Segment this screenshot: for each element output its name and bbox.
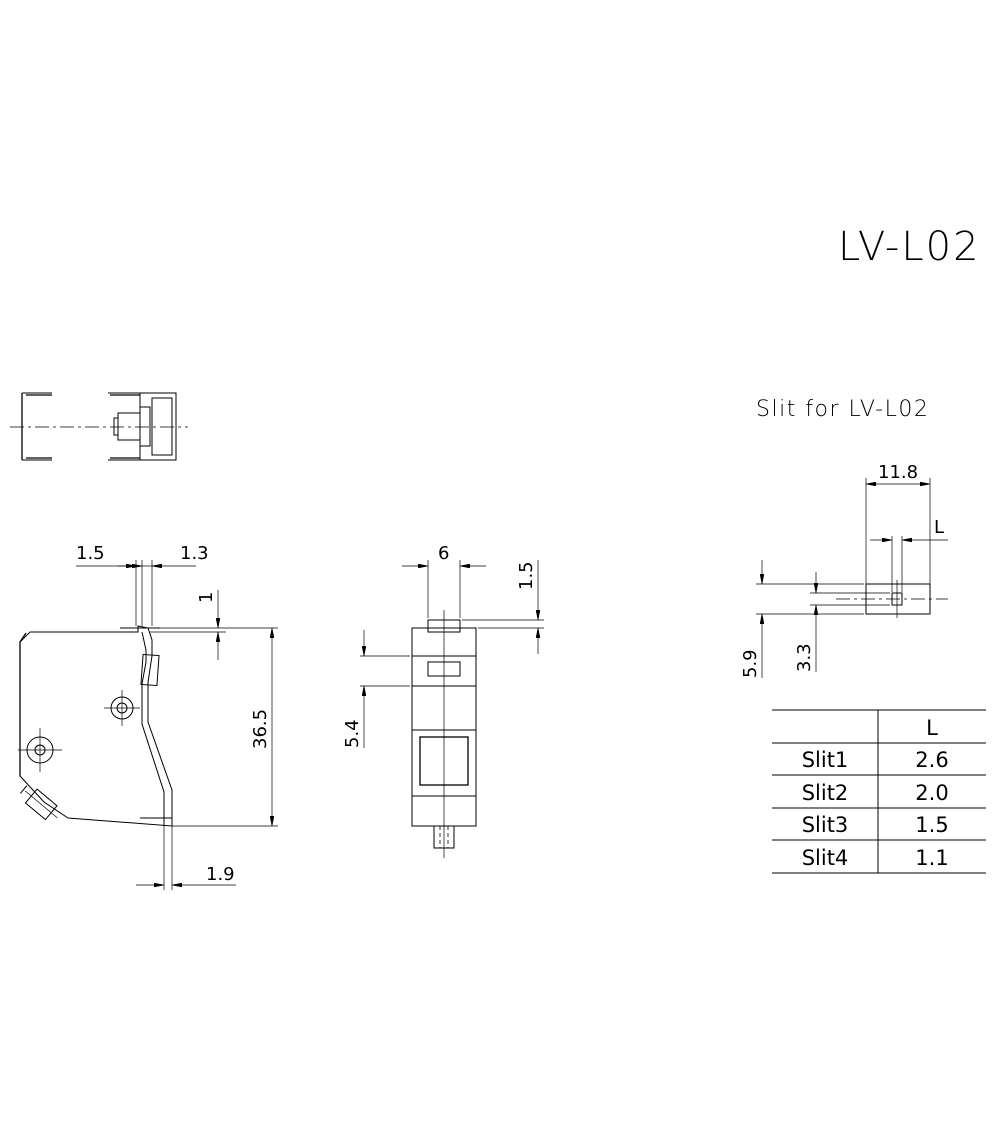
dim-36-5: 36.5 xyxy=(250,709,271,749)
table-row-name: Slit1 xyxy=(802,748,849,772)
table-row-value: 1.5 xyxy=(915,813,948,837)
dim-1: 1 xyxy=(196,592,217,603)
dim-L: L xyxy=(934,517,944,538)
dim-1-5-left: 1.5 xyxy=(76,543,105,564)
top-view xyxy=(10,392,188,461)
table-row-value: 2.6 xyxy=(915,748,948,772)
slit-title: Slit for LV-L02 xyxy=(756,397,929,422)
dim-3-3: 3.3 xyxy=(794,643,815,672)
dim-11-8: 11.8 xyxy=(878,462,918,483)
table-header-l: L xyxy=(926,716,938,740)
slit-table: L Slit1 2.6 Slit2 2.0 Slit3 1.5 Slit4 1.… xyxy=(772,709,986,874)
dim-6: 6 xyxy=(438,543,449,564)
table-row-name: Slit3 xyxy=(802,813,849,837)
table-row-value: 1.1 xyxy=(915,846,948,870)
dim-5-9: 5.9 xyxy=(740,649,761,678)
dim-1-9: 1.9 xyxy=(206,864,235,885)
dim-1-3: 1.3 xyxy=(180,543,209,564)
table-row-value: 2.0 xyxy=(915,781,948,805)
front-view: 6 1.5 5.4 xyxy=(342,543,544,858)
slit-detail: 11.8 L 5.9 3.3 xyxy=(740,462,948,678)
dim-5-4: 5.4 xyxy=(342,719,363,748)
table-row-name: Slit2 xyxy=(802,781,849,805)
drawing-title: LV-L02 xyxy=(838,224,981,270)
dim-1-5-right: 1.5 xyxy=(516,561,537,590)
table-row-name: Slit4 xyxy=(802,846,849,870)
side-view: 1.5 1.3 1 36.5 1.9 xyxy=(18,543,278,890)
